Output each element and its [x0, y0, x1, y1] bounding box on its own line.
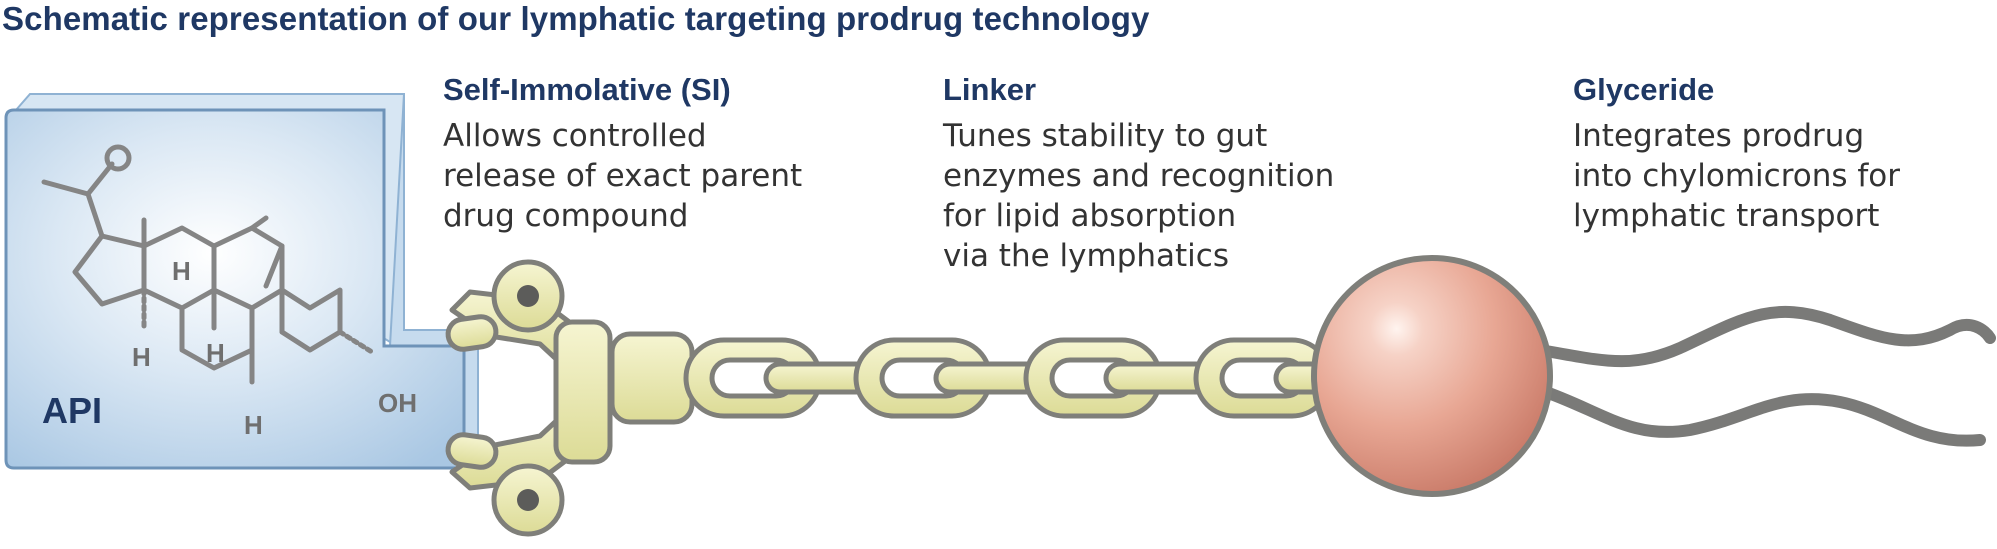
self-immolative-label: Self-Immolative (SI) Allows controlled r…	[443, 72, 802, 236]
linker-chain	[683, 337, 1339, 419]
self-immolative-description: Allows controlled release of exact paren…	[443, 116, 802, 236]
api-label: API	[42, 390, 103, 431]
linker-label: Linker Tunes stability to gut enzymes an…	[943, 72, 1334, 276]
self-immolative-heading: Self-Immolative (SI)	[443, 72, 731, 107]
hydrogen-label: H	[132, 342, 151, 372]
description-line: via the lymphatics	[943, 238, 1229, 274]
description-line: Integrates prodrug	[1573, 118, 1865, 154]
steroid-structure-icon	[41, 144, 375, 385]
glyceride-label: Glyceride Integrates prodrug into chylom…	[1573, 72, 1900, 236]
hydrogen-label: H	[172, 256, 191, 286]
diagram-title: Schematic representation of our lymphati…	[2, 0, 1150, 37]
linker-heading: Linker	[943, 72, 1037, 107]
glyceride-description: Integrates prodrug into chylomicrons for…	[1573, 116, 1900, 236]
description-line: drug compound	[443, 198, 689, 234]
self-immolative-arm	[445, 259, 695, 537]
description-line: into chylomicrons for	[1573, 158, 1901, 194]
hydroxyl-label: OH	[378, 388, 417, 418]
lipid-tails	[1534, 305, 1996, 447]
hydrogen-label: H	[206, 338, 225, 368]
description-line: for lipid absorption	[943, 198, 1237, 234]
description-line: release of exact parent	[443, 158, 803, 194]
hydrogen-label: H	[244, 410, 263, 440]
description-line: enzymes and recognition	[943, 158, 1335, 194]
description-line: lymphatic transport	[1573, 198, 1880, 234]
glyceride-heading: Glyceride	[1573, 72, 1715, 107]
glyceride-sphere	[1311, 255, 1553, 497]
description-line: Tunes stability to gut	[943, 118, 1268, 154]
atom-labels: H H H H OH	[132, 256, 417, 440]
description-line: Allows controlled	[443, 118, 707, 154]
linker-description: Tunes stability to gut enzymes and recog…	[943, 116, 1334, 276]
